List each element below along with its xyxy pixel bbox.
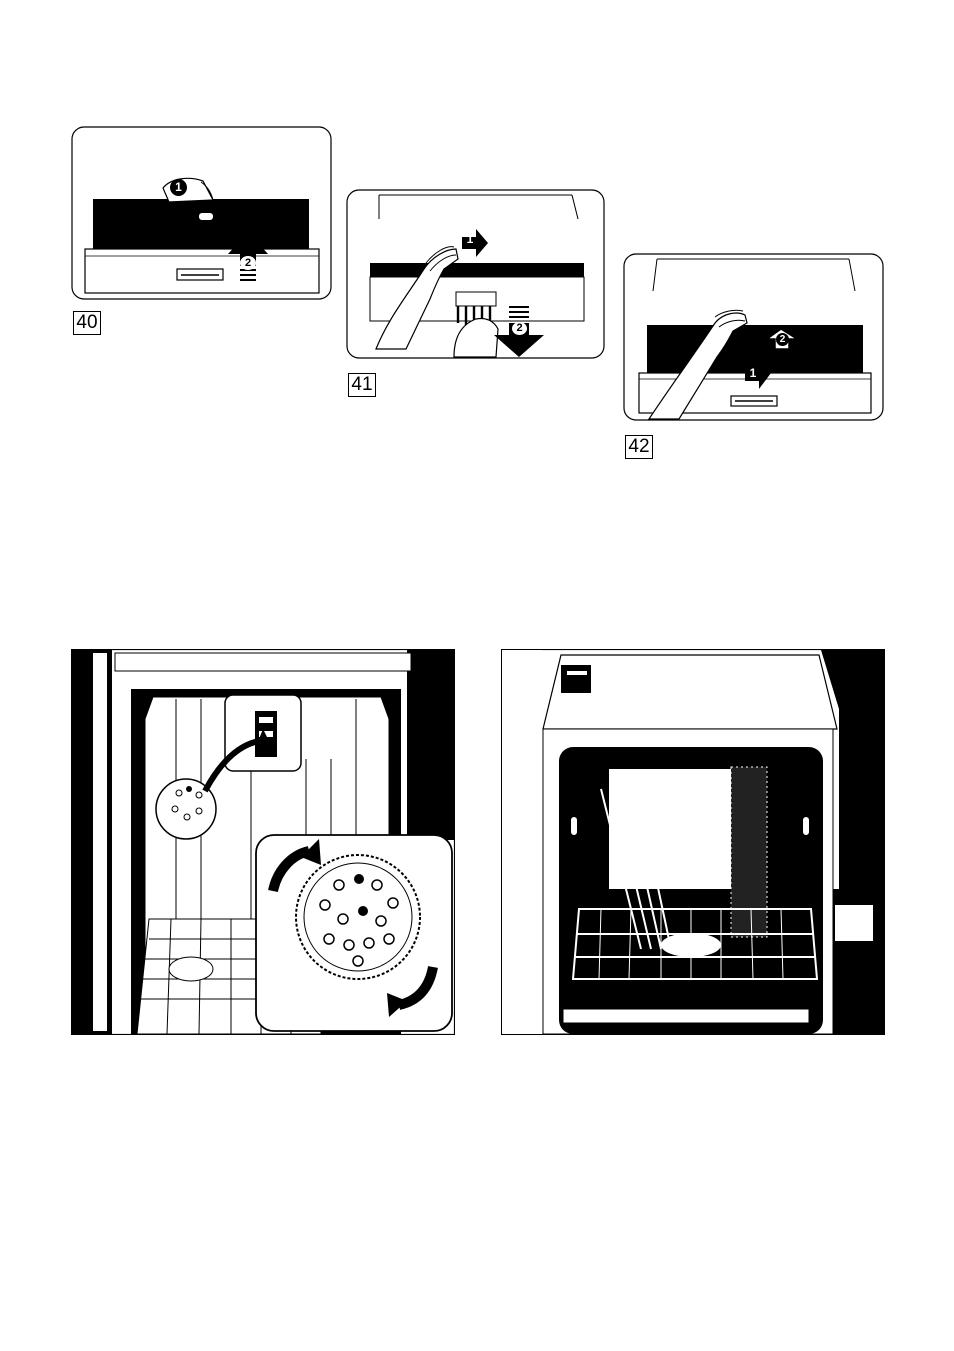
rail-bar	[370, 263, 584, 277]
figure-41-illustration	[346, 189, 606, 361]
figure-41: 1 2 41	[346, 189, 606, 361]
dishwasher-open-icon	[501, 649, 885, 1035]
badge-1: 1	[464, 232, 476, 246]
figure-label-41: 41	[348, 373, 376, 397]
water-softener-dial-icon	[71, 649, 455, 1035]
figure-40: 1 2 40	[71, 126, 333, 302]
figure-42-illustration	[623, 253, 885, 423]
figure-42: 2 1 42	[623, 253, 885, 423]
figure-label-42: 42	[625, 435, 653, 459]
badge-1: 1	[747, 366, 759, 380]
badge-1: 1	[170, 179, 187, 196]
badge-2: 2	[776, 333, 789, 346]
figure-40-illustration	[71, 126, 333, 302]
photo-water-softener	[71, 649, 455, 1035]
figure-label-40: 40	[73, 311, 101, 335]
badge-2: 2	[240, 256, 256, 270]
badge-2: 2	[512, 322, 527, 335]
basket-shape	[93, 199, 309, 251]
photo-dishwasher	[501, 649, 885, 1035]
